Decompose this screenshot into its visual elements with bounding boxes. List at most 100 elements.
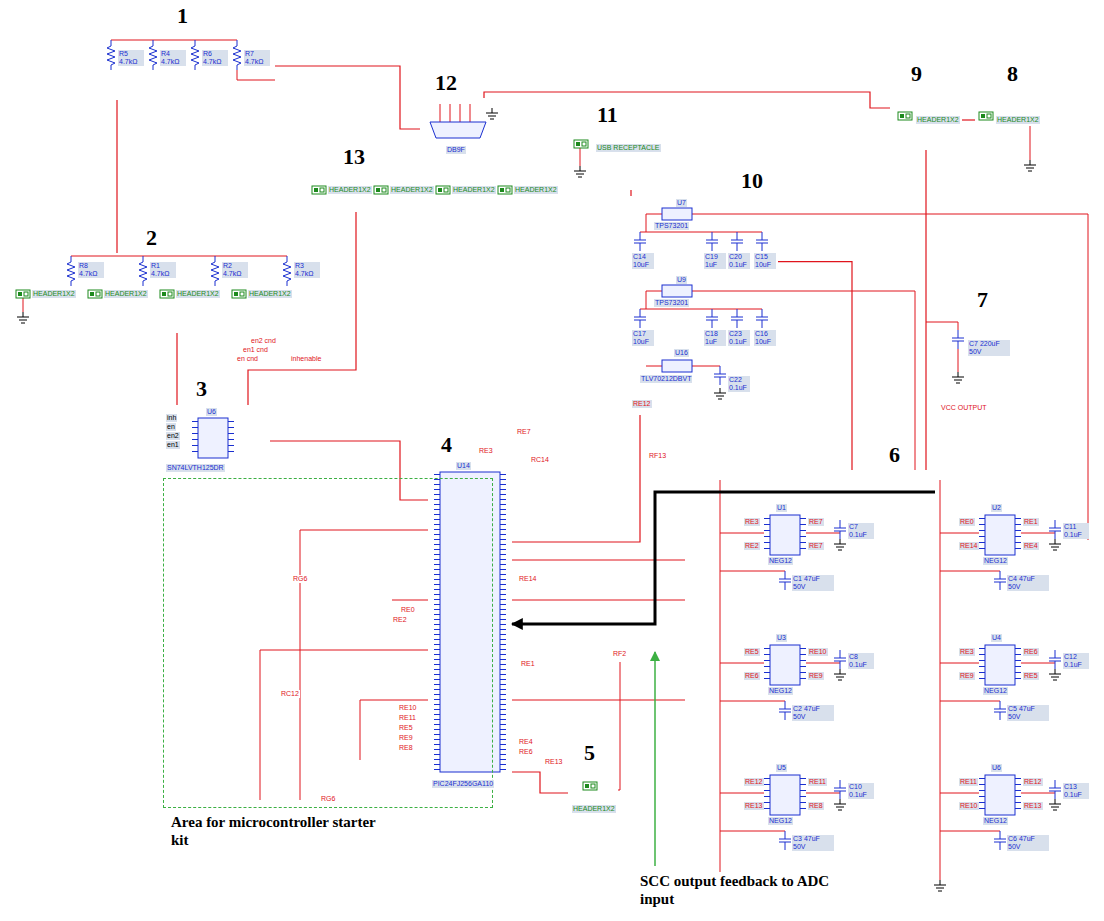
label-anchor: en1 <box>166 441 180 449</box>
header-label: HEADER1X2 <box>916 116 960 124</box>
label-anchor: U6 <box>991 764 1002 772</box>
label-anchor: SCC output feedback to ADC input <box>640 872 830 908</box>
part-label: U5 <box>776 764 787 772</box>
label-anchor: C20 0.1uF <box>728 253 750 269</box>
label-anchor: RE1 <box>1023 518 1039 526</box>
label-anchor: VCC OUTPUT <box>940 404 988 412</box>
net-label: en2 cnd <box>250 337 277 345</box>
area-caption: Area for microcontroller starter kit <box>171 813 381 849</box>
label-anchor: RE13 <box>1023 802 1043 810</box>
label-anchor: RE1 <box>520 660 536 668</box>
label-anchor: RF2 <box>612 650 627 658</box>
part-label: C5 47uF 50V <box>1007 705 1049 721</box>
label-anchor: R5 4.7kΩ <box>118 50 144 66</box>
part-label: U9 <box>676 276 687 284</box>
header-label: HEADER1X2 <box>572 805 616 813</box>
label-anchor: C2 47uF 50V <box>792 705 834 721</box>
part-label: U7 <box>676 199 687 207</box>
part-label: R3 4.7kΩ <box>294 262 320 278</box>
label-anchor: RE14 <box>959 542 979 550</box>
part-label: U2 <box>991 504 1002 512</box>
label-anchor: RE11 <box>959 778 978 786</box>
part-label: SN74LVTH125DR <box>166 464 225 472</box>
net-label: RE12 <box>744 778 764 786</box>
label-anchor: HEADER1X2 <box>390 186 434 194</box>
net-label: RE3 <box>744 518 760 526</box>
label-anchor: RE6 <box>1023 648 1039 656</box>
net-label: RE10 <box>959 802 979 810</box>
text-anchor: 13 <box>342 145 366 169</box>
part-label: DB9F <box>446 146 466 154</box>
part-label: C11 0.1uF <box>1063 523 1089 539</box>
text-anchor: 12 <box>434 71 458 95</box>
label-anchor: NEG12 <box>768 687 793 695</box>
wire-connector <box>925 150 926 470</box>
label-anchor: RE6 <box>744 672 760 680</box>
label-anchor: en <box>166 423 176 431</box>
label-anchor: HEADER1X2 <box>916 116 960 124</box>
net-label: RE5 <box>1023 672 1039 680</box>
wire-connector <box>512 415 640 542</box>
label-anchor: RE7 <box>808 542 824 550</box>
label-anchor: RG6 <box>292 575 308 583</box>
label-anchor: en1 cnd <box>242 346 269 354</box>
label-anchor: RE9 <box>398 734 414 742</box>
label-anchor: C16 10uF <box>754 330 776 346</box>
board-section: 11 <box>563 130 665 190</box>
callout-number: 5 <box>583 741 596 765</box>
label-anchor: U4 <box>991 634 1002 642</box>
part-label: U3 <box>776 634 787 642</box>
header-label: USB RECEPTACLE <box>596 144 661 152</box>
header-label: HEADER1X2 <box>452 186 496 194</box>
callout-number: 4 <box>440 433 453 457</box>
label-anchor: TLV70212DBVT <box>640 375 692 383</box>
label-anchor: TPS73201 <box>654 299 689 307</box>
label-anchor: R4 4.7kΩ <box>160 50 186 66</box>
wire-connector <box>176 333 177 405</box>
part-label: C3 47uF 50V <box>792 835 834 851</box>
callout-arrow <box>654 652 656 866</box>
label-anchor: en2 cnd <box>250 337 277 345</box>
part-label: C6 47uF 50V <box>1007 835 1049 851</box>
label-anchor: TPS73201 <box>654 222 689 230</box>
label-anchor: C15 10uF <box>754 253 776 269</box>
label-anchor: RE7 <box>516 428 532 436</box>
label-anchor: C4 47uF 50V <box>1007 575 1049 591</box>
wire <box>512 560 685 700</box>
label-anchor: RE12 <box>632 400 652 408</box>
label-anchor: RE9 <box>959 672 975 680</box>
net-label: RE9 <box>808 672 824 680</box>
part-label: C23 0.1uF <box>728 330 750 346</box>
part-label: C18 1uF <box>704 330 726 346</box>
label-anchor: RE6 <box>518 748 534 756</box>
label-anchor: NEG12 <box>768 817 793 825</box>
label-anchor: NEG12 <box>768 557 793 565</box>
label-anchor: RE0 <box>400 606 416 614</box>
label-anchor: SN74LVTH125DR <box>166 464 225 472</box>
wire-connector <box>270 441 428 500</box>
text-anchor: 7 <box>976 288 989 312</box>
label-anchor: RE4 <box>518 738 534 746</box>
part-label: C7 220uF 50V <box>968 340 1010 356</box>
part-label: R5 4.7kΩ <box>118 50 144 66</box>
net-label: RE12 <box>632 400 652 408</box>
label-anchor: en2 <box>166 432 180 440</box>
label-anchor: C1 47uF 50V <box>792 575 834 591</box>
callout-number: 13 <box>342 145 366 169</box>
callout-number: 11 <box>596 103 619 127</box>
label-anchor: C22 0.1uF <box>728 376 750 392</box>
callout-number: 8 <box>1006 62 1019 86</box>
part-label: C8 0.1uF <box>848 653 874 669</box>
label-anchor: U1 <box>776 504 787 512</box>
wire-connector <box>778 262 852 470</box>
label-anchor: RE5 <box>744 648 760 656</box>
wire <box>360 700 428 760</box>
net-label: RE7 <box>808 518 824 526</box>
part-label: C17 10uF <box>632 330 654 346</box>
callout-number: 6 <box>888 443 901 467</box>
feedback-arrow <box>512 492 685 624</box>
label-anchor: C14 10uF <box>632 253 654 269</box>
net-label: RE6 <box>1023 648 1039 656</box>
board-section: 1 <box>100 32 275 100</box>
